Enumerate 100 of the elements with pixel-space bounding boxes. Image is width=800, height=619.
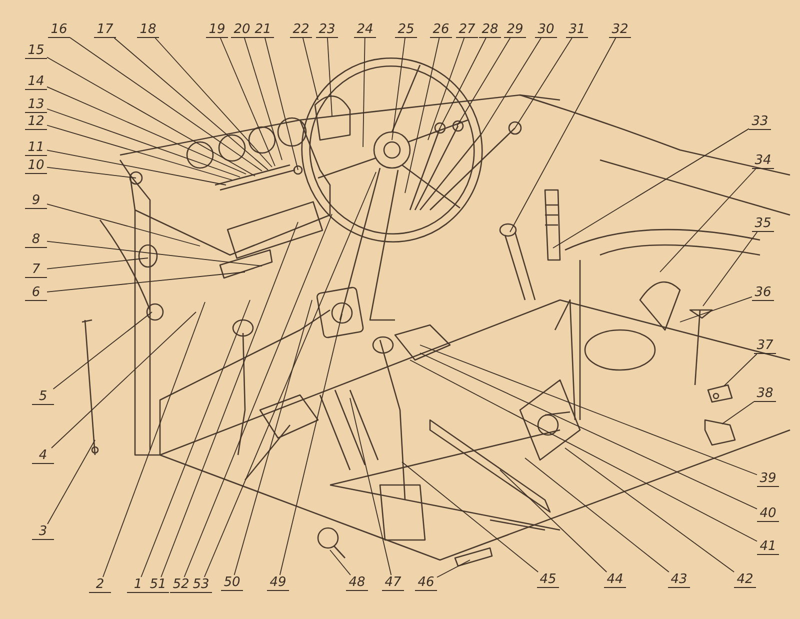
- leader-line: [302, 38, 318, 100]
- callout-number: 17: [94, 22, 116, 38]
- leader-line: [722, 401, 754, 424]
- leader-line: [392, 38, 406, 140]
- leader-line: [46, 56, 256, 176]
- callout-number: 11: [25, 140, 47, 156]
- leader-line: [46, 272, 246, 292]
- leader-line: [564, 448, 735, 572]
- leader-line: [46, 124, 232, 180]
- leader-line: [436, 560, 470, 578]
- leader-line: [660, 168, 756, 272]
- callout-number: 3: [32, 524, 54, 540]
- leader-line: [140, 300, 250, 578]
- callout-number: 20: [231, 22, 253, 38]
- leader-line: [46, 204, 200, 246]
- leader-line: [46, 166, 136, 178]
- leader-line: [46, 258, 148, 270]
- leader-line: [279, 314, 342, 576]
- leader-line: [160, 222, 298, 578]
- callout-number: 40: [757, 506, 779, 522]
- leader-line: [362, 38, 366, 148]
- leader-line: [184, 214, 332, 578]
- leader-line: [46, 108, 240, 178]
- callout-number: 13: [25, 97, 47, 113]
- callout-number: 23: [316, 22, 338, 38]
- leader-line: [428, 38, 465, 140]
- leader-line: [680, 296, 752, 322]
- callout-number: 29: [504, 22, 526, 38]
- callout-number: 14: [25, 74, 47, 90]
- leader-line: [514, 38, 572, 128]
- leader-line: [330, 550, 351, 576]
- callout-number: 39: [757, 471, 779, 487]
- leader-line: [552, 128, 750, 248]
- leader-line: [52, 312, 152, 390]
- leader-line: [440, 38, 486, 128]
- leader-line: [220, 38, 276, 166]
- callout-number: 50: [221, 575, 243, 591]
- callout-number: 47: [382, 575, 404, 591]
- leader-line: [154, 38, 272, 168]
- callout-number: 32: [609, 22, 631, 38]
- callout-number: 8: [25, 232, 47, 248]
- callout-number: 35: [752, 216, 774, 232]
- callout-number: 4: [32, 448, 54, 464]
- leader-line: [70, 37, 262, 172]
- callout-number: 1: [127, 577, 149, 593]
- callout-number: 7: [25, 262, 47, 278]
- leader-line: [350, 398, 392, 576]
- leader-line: [500, 470, 608, 572]
- callout-number: 15: [25, 43, 47, 59]
- leader-line: [420, 352, 758, 510]
- leader-line: [456, 38, 511, 126]
- callout-number: 41: [757, 539, 779, 555]
- callout-number: 53: [190, 577, 212, 593]
- leader-line: [46, 240, 262, 266]
- leader-line: [234, 300, 312, 576]
- callout-number: 16: [48, 22, 70, 38]
- callout-number: 6: [25, 285, 47, 301]
- leader-line: [47, 440, 96, 524]
- callout-number: 42: [734, 572, 756, 588]
- callout-number: 10: [25, 158, 47, 174]
- callout-number: 52: [170, 577, 192, 593]
- leader-line: [410, 360, 758, 542]
- leader-line: [402, 462, 539, 572]
- leader-line: [264, 38, 298, 170]
- callout-number: 28: [479, 22, 501, 38]
- callout-number: 5: [32, 389, 54, 405]
- leader-line: [204, 172, 376, 578]
- callout-number: 34: [752, 153, 774, 169]
- leader-line: [102, 302, 206, 578]
- callout-number: 38: [754, 386, 776, 402]
- callout-number: 31: [566, 22, 588, 38]
- leader-line: [51, 312, 196, 448]
- callout-number: 49: [267, 575, 289, 591]
- leader-line: [510, 38, 616, 232]
- callout-number: 25: [395, 22, 417, 38]
- leader-line: [724, 354, 758, 386]
- leader-line: [244, 38, 282, 160]
- leader-line: [524, 458, 670, 572]
- callout-number: 44: [604, 572, 626, 588]
- leader-line: [702, 232, 758, 306]
- callout-number: 2: [89, 577, 111, 593]
- leader-line: [482, 38, 542, 134]
- callout-number: 9: [25, 193, 47, 209]
- leader-line: [114, 38, 268, 170]
- callout-number: 18: [137, 22, 159, 38]
- callout-number: 24: [354, 22, 376, 38]
- callout-number: 12: [25, 114, 47, 130]
- callout-number: 21: [252, 22, 274, 38]
- leader-line: [420, 344, 758, 476]
- callout-number: 27: [456, 22, 478, 38]
- callout-number: 45: [537, 572, 559, 588]
- callout-number: 33: [749, 114, 771, 130]
- leader-line: [46, 150, 226, 186]
- callout-number: 48: [346, 575, 368, 591]
- callout-number: 43: [668, 572, 690, 588]
- callout-number: 37: [754, 338, 776, 354]
- callout-number: 30: [535, 22, 557, 38]
- leader-line: [327, 38, 332, 116]
- callout-number: 46: [415, 575, 437, 591]
- callout-number: 36: [752, 285, 774, 301]
